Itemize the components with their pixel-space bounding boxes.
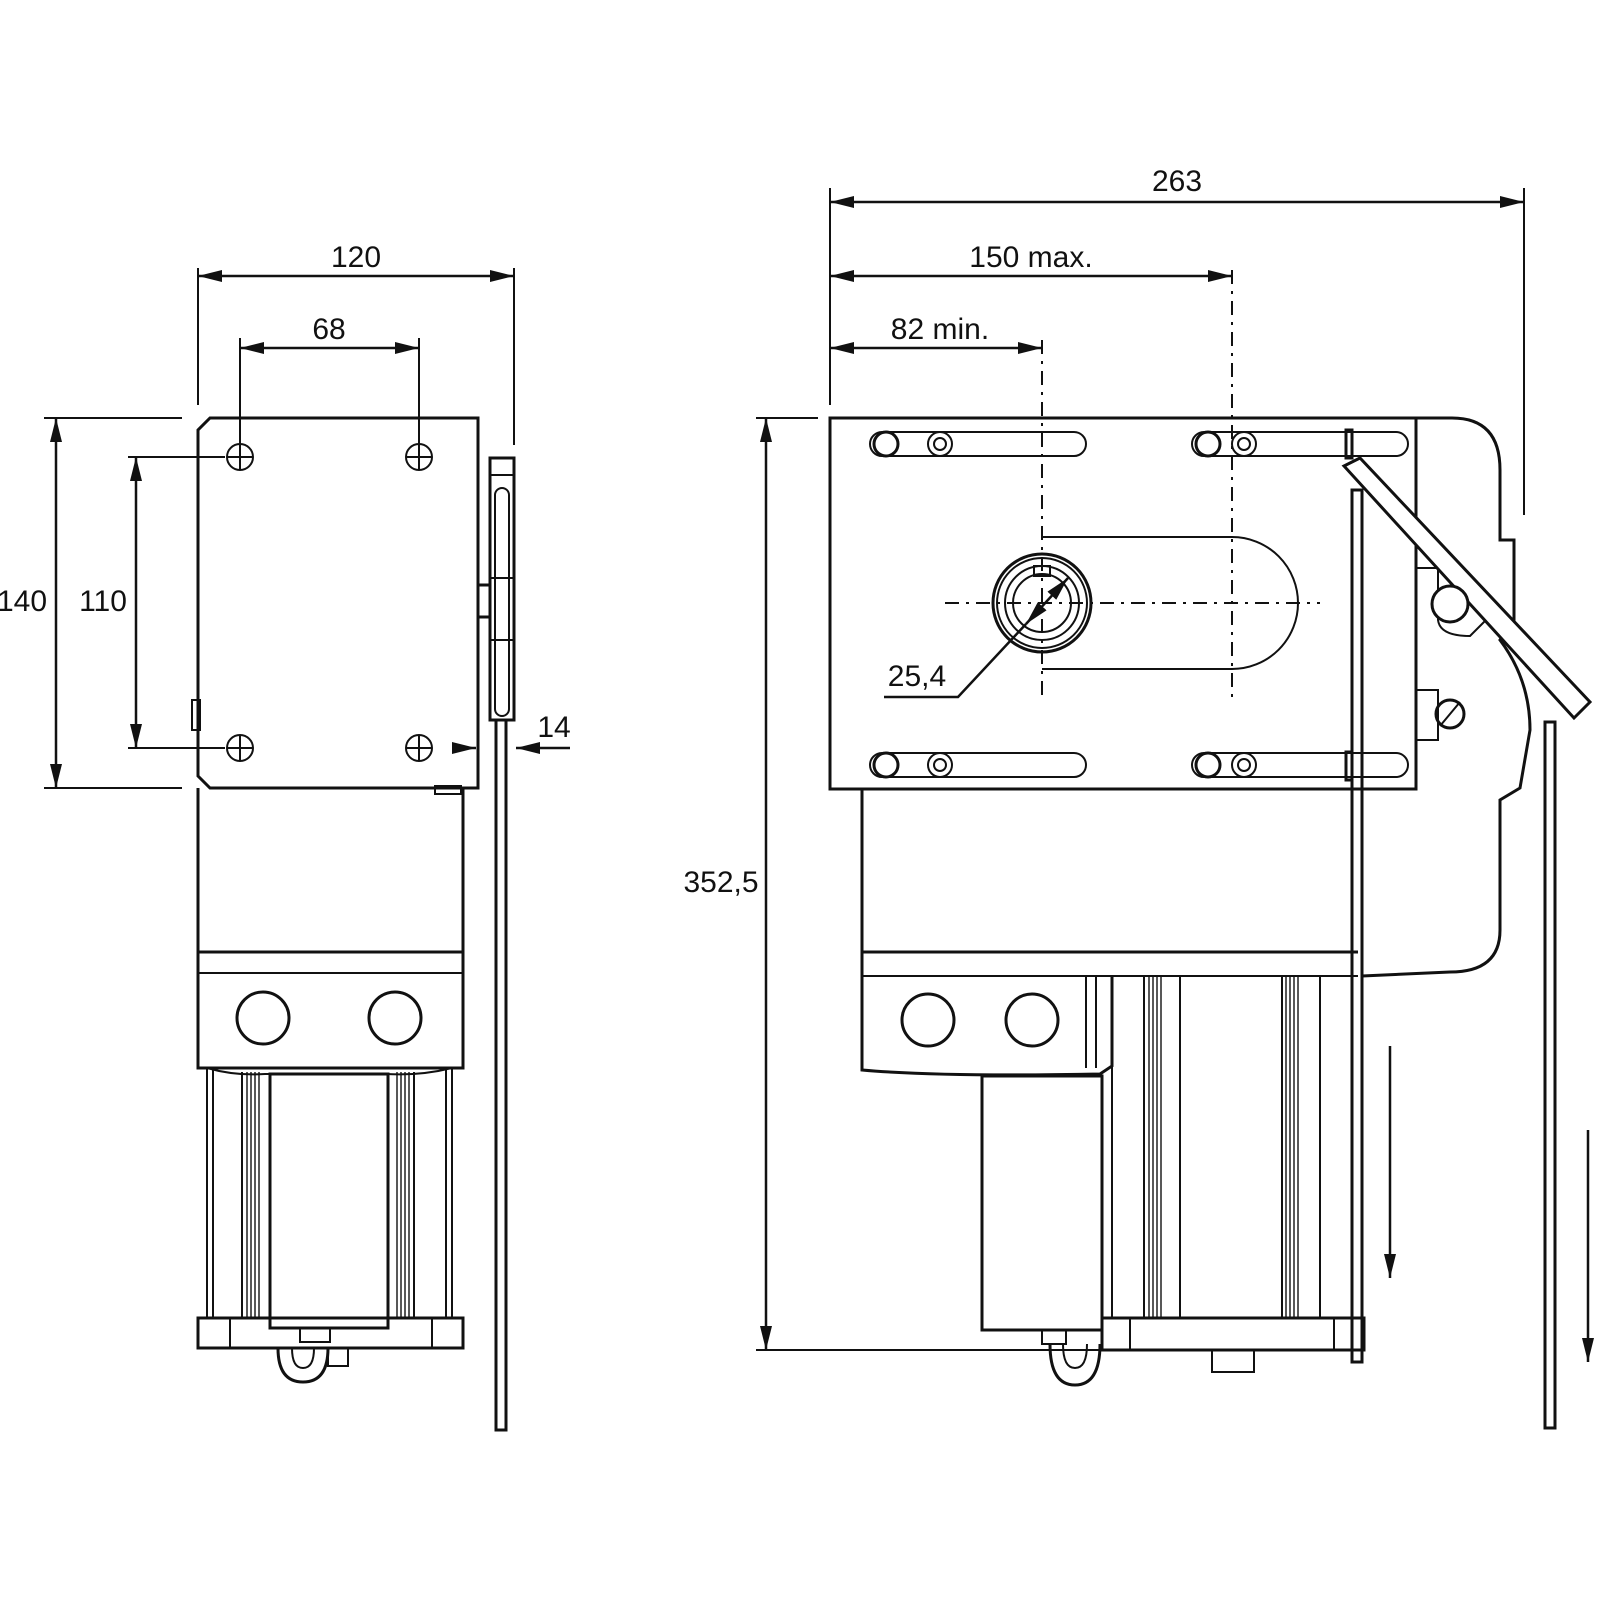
slot <box>1191 751 1409 779</box>
brake-housing <box>1361 416 1532 978</box>
dimension-140: 140 <box>0 417 182 789</box>
release-lever <box>1341 456 1593 1430</box>
dimension-150-max: 150 max. <box>830 241 1232 282</box>
dimension-82-min: 82 min. <box>830 313 1042 354</box>
screw <box>1434 698 1466 730</box>
terminal-circle <box>1004 992 1060 1048</box>
slot <box>1191 430 1409 458</box>
mounting-hole <box>226 443 254 471</box>
front-base-bar <box>1100 1316 1366 1352</box>
dimension-label: 68 <box>312 313 345 346</box>
front-view: 25,4 <box>683 165 1594 1430</box>
terminal-circle <box>900 992 956 1048</box>
front-motor-body <box>860 789 1114 1077</box>
slot <box>869 430 1087 458</box>
dimension-label: 120 <box>331 241 381 274</box>
plate-lip <box>434 785 462 795</box>
gear-fins <box>1111 976 1321 1318</box>
hook <box>1048 1343 1102 1387</box>
dimension-label: 263 <box>1152 165 1202 198</box>
terminal-circle <box>367 990 423 1046</box>
dimension-263: 263 <box>829 165 1525 515</box>
release-cable <box>1543 720 1557 1430</box>
dimension-label: 140 <box>0 585 47 618</box>
dimension-label: 352,5 <box>683 866 758 899</box>
dimension-label: 110 <box>79 585 127 618</box>
dimension-120: 120 <box>197 241 515 445</box>
mounting-hole <box>405 443 433 471</box>
front-mounting-plate <box>828 416 1418 791</box>
dimension-label: 25,4 <box>888 660 946 693</box>
dimension-352-5: 352,5 <box>683 417 1100 1351</box>
gearbox-section <box>196 1067 465 1384</box>
dimension-label: 150 max. <box>969 241 1092 274</box>
tension-rod <box>494 718 508 1432</box>
dimension-label: 14 <box>537 711 570 744</box>
side-view: 120 68 140 110 14 <box>0 241 571 1432</box>
terminal-circle <box>235 990 291 1046</box>
dimension-label: 82 min. <box>891 313 989 346</box>
motor-body <box>196 788 465 1070</box>
dimension-110: 110 <box>79 456 225 749</box>
mounting-hole <box>226 734 254 762</box>
front-side-plate <box>1350 488 1364 1364</box>
mounting-plate <box>196 416 480 790</box>
plate-tab <box>191 699 201 731</box>
dimension-14: 14 <box>452 711 571 754</box>
side-plate <box>476 456 516 1432</box>
dimension-25-4: 25,4 <box>884 577 1069 699</box>
dimension-68: 68 <box>239 313 420 444</box>
hook <box>276 1347 330 1384</box>
gear-housing <box>268 1072 390 1330</box>
slot <box>869 751 1087 779</box>
front-gear-housing <box>980 1074 1104 1332</box>
mounting-hole <box>405 734 433 762</box>
